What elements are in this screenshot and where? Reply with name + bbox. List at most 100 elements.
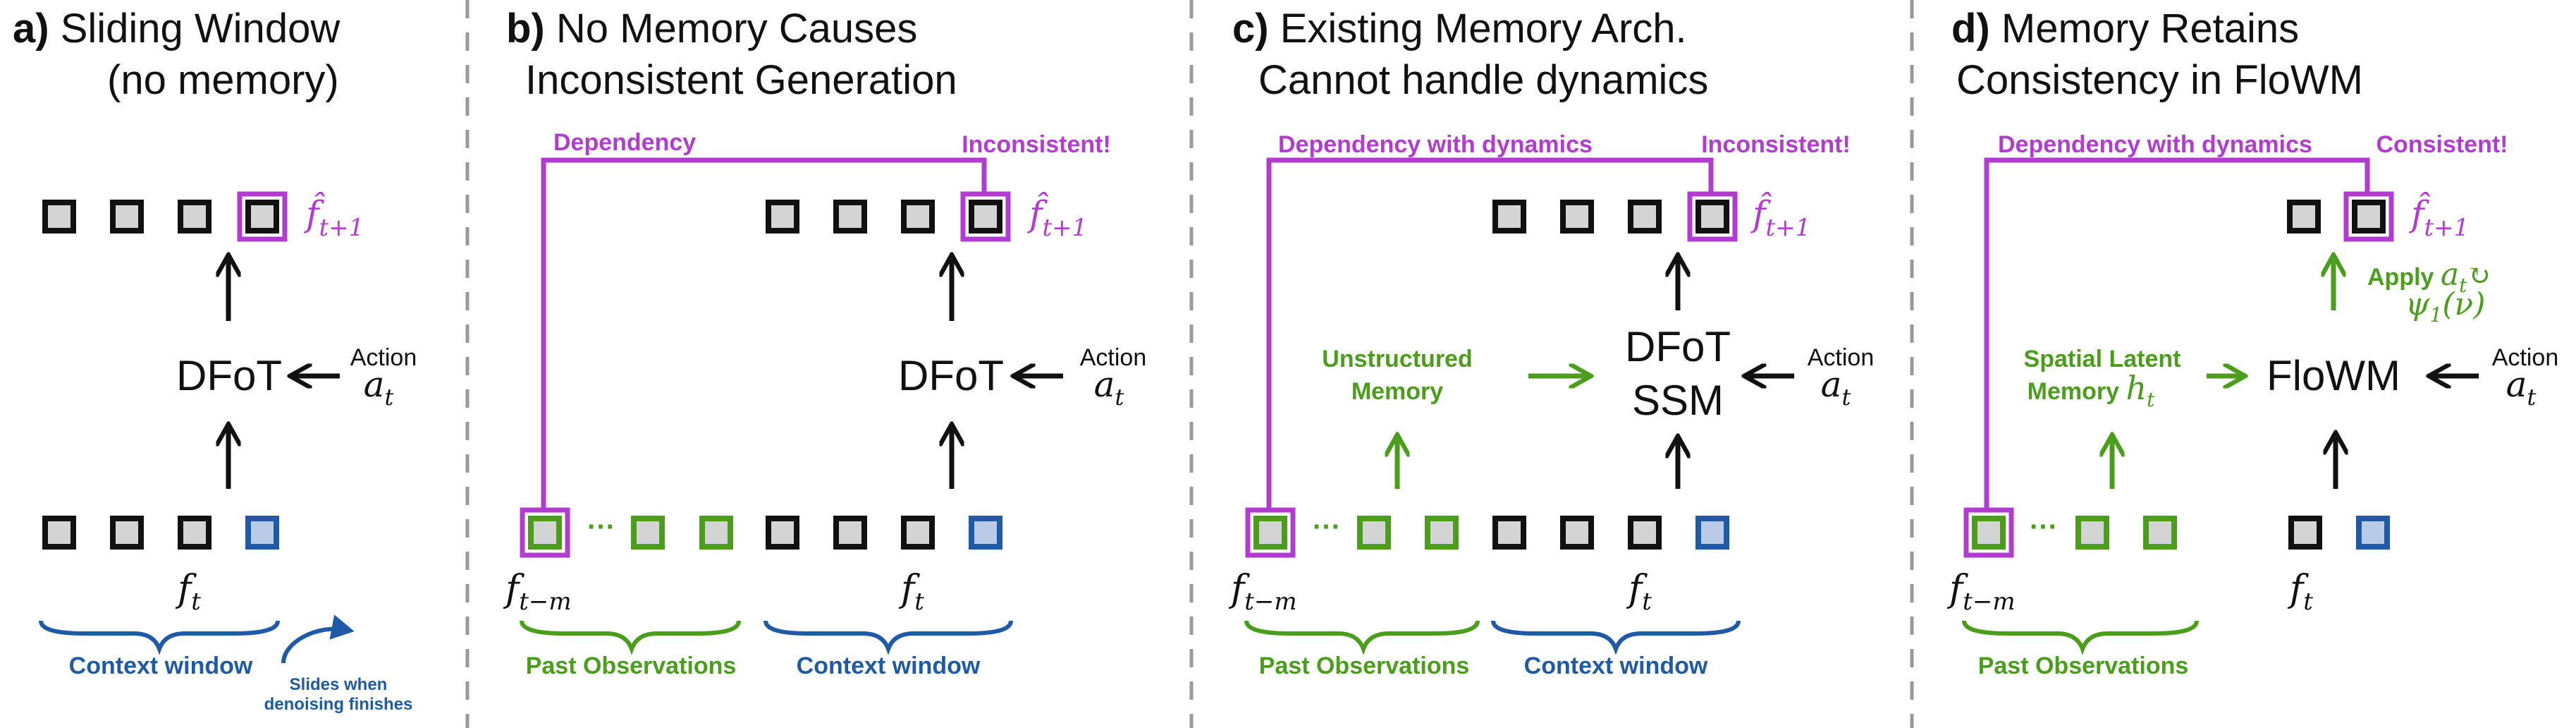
status-label: Consistent! [2376,131,2508,158]
panel-b: b) No Memory Causes Inconsistent Generat… [503,6,1146,679]
frame-box [1628,200,1662,233]
current-frame-label: ft [2287,568,2313,616]
memory-label-line1: Spatial Latent [2024,346,2181,372]
past-observations-label: Past Observations [1259,653,1470,679]
noisy-frame-box [969,516,1002,550]
action-word: Action [1080,344,1147,371]
model-label: FloWM [2267,352,2400,399]
panel-b-title-line1: b) No Memory Causes [506,6,917,51]
frame-box [2287,200,2321,233]
rotate-icon: ↻ [2467,260,2491,292]
memory-frame-box [699,516,733,550]
output-frame-label: f̂t+1 [2408,191,2469,242]
apply-label: Apply at↻ [2367,257,2491,297]
frame-box [2288,516,2322,550]
dependency-label: Dependency with dynamics [1998,131,2312,158]
context-window-label: Context window [69,653,253,679]
dependency-line [541,157,987,510]
dependency-label: Dependency with dynamics [1278,131,1593,158]
memory-label-line2: Memory ht [2028,369,2155,411]
model-label: DFoT [176,352,282,399]
generated-frame-highlight [1687,191,1738,242]
current-frame-label: ft [898,568,924,616]
memory-frame-box [528,516,562,550]
panel-c: c) Existing Memory Arch. Cannot handle d… [1228,6,1874,679]
panel-d-title-line1: d) Memory Retains [1951,6,2299,51]
generated-frame-highlight [2343,191,2394,242]
panel-dividers [465,0,1914,728]
ellipsis: ··· [1313,511,1341,542]
frame-box [42,200,76,233]
panel-d-title-line2: Consistency in FloWM [1956,57,2363,103]
frame-box [1492,516,1526,550]
action-word: Action [1808,344,1875,371]
frame-box [178,200,211,233]
frame-box [833,516,867,550]
status-label: Inconsistent! [1701,131,1851,158]
generated-frame-highlight [237,191,288,242]
frame-box [42,516,76,550]
slide-note-line2: denoising finishes [264,695,413,714]
past-observations-label: Past Observations [1978,653,2189,679]
frame-box [833,200,867,233]
action-symbol: at [1821,364,1851,411]
context-window-brace [39,620,280,655]
dependency-frame-highlight [520,507,570,558]
frame-box [766,516,799,550]
model-label: DFoT [898,352,1004,399]
ellipsis: ··· [2030,511,2058,542]
noisy-frame-box [1695,516,1729,550]
panel-d: d) Memory Retains Consistency in FloWM D… [1946,6,2558,679]
frame-box [1628,516,1662,550]
action-symbol: at [1094,364,1124,411]
panel-c-title-line2: Cannot handle dynamics [1258,57,1708,103]
frame-box [178,516,211,550]
memory-frame-box [1253,516,1287,550]
output-frame-label: f̂t+1 [303,191,364,242]
current-frame-label: ft [175,568,201,616]
dependency-line [1266,157,1714,510]
frame-box [110,516,144,550]
action-symbol: at [364,364,394,411]
memory-frame-box [1425,516,1459,550]
noisy-frame-box [2356,516,2390,550]
dependency-frame-highlight [1245,507,1296,558]
past-observations-brace [1244,620,1480,655]
memory-label-line1: Unstructured [1322,346,1472,372]
frame-box [110,200,144,233]
memory-frame-box [1972,516,2006,550]
action-symbol: at [2506,364,2537,411]
panel-a-title-line2: (no memory) [107,57,339,103]
noisy-frame-box [245,516,279,550]
generated-frame-highlight [960,191,1011,242]
action-word: Action [350,344,417,371]
past-frame-label: ft−m [503,568,572,616]
past-frame-label: ft−m [1228,568,1297,616]
model-label-line1: DFoT [1625,323,1731,370]
memory-frame-box [2075,516,2109,550]
dependency-frame-highlight [1963,507,2014,558]
context-window-brace [763,620,1013,655]
memory-frame-box [2143,516,2177,550]
context-window-brace [1491,620,1741,655]
frame-box [1560,516,1594,550]
context-window-label: Context window [1524,653,1708,679]
past-observations-brace [1962,620,2199,655]
generated-frame-box [2352,200,2386,233]
dependency-label: Dependency [553,129,696,156]
generated-frame-box [969,200,1002,233]
memory-label-line2: Memory [1351,378,1443,405]
panel-b-title-line2: Inconsistent Generation [525,57,957,103]
frame-box [1492,200,1526,233]
output-frame-label: f̂t+1 [1750,191,1810,242]
frame-box [901,200,935,233]
action-word: Action [2492,344,2559,371]
past-observations-label: Past Observations [526,653,737,679]
dependency-line [1984,157,2370,510]
output-frame-label: f̂t+1 [1026,191,1087,242]
frame-box [901,516,935,550]
ellipsis: ··· [587,511,615,542]
slide-curve-arrow [281,614,355,664]
psi-transform-label: ψ1(ν) [2405,286,2485,327]
